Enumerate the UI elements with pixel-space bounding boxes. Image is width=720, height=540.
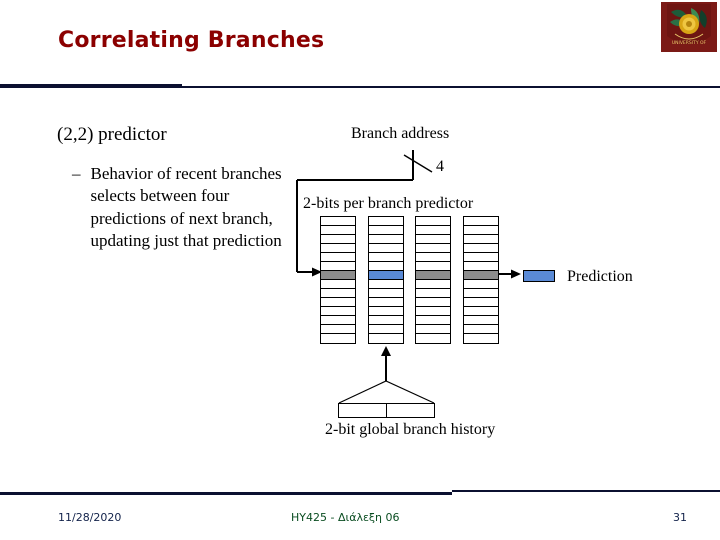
footer-course: HY425 - Διάλεξη 06 bbox=[291, 511, 400, 524]
history-bit-cell bbox=[387, 404, 434, 417]
predictor-entry bbox=[369, 298, 403, 307]
predictor-entry bbox=[464, 289, 498, 298]
predictor-entry bbox=[464, 334, 498, 343]
predictor-entry bbox=[464, 244, 498, 253]
predictor-entry bbox=[416, 334, 450, 343]
predictor-entry bbox=[369, 289, 403, 298]
global-history-register bbox=[338, 403, 435, 418]
global-history-label: 2-bit global branch history bbox=[325, 421, 496, 438]
predictor-entry bbox=[464, 316, 498, 325]
predictor-entry bbox=[464, 217, 498, 226]
branch-address-label: Branch address bbox=[351, 125, 450, 142]
predictor-entry bbox=[416, 217, 450, 226]
predictor-entry bbox=[416, 289, 450, 298]
prediction-label: Prediction bbox=[567, 268, 633, 285]
predictor-entry bbox=[464, 307, 498, 316]
predictor-entry bbox=[321, 217, 355, 226]
predictor-entry bbox=[416, 235, 450, 244]
bullet-text: Behavior of recent branches selects betw… bbox=[90, 164, 282, 251]
bullet-item: – Behavior of recent branches selects be… bbox=[72, 163, 282, 253]
predictor-entry-selected bbox=[416, 271, 450, 280]
predictor-entry bbox=[321, 325, 355, 334]
history-bit-cell bbox=[339, 404, 387, 417]
predictor-entry bbox=[369, 262, 403, 271]
predictor-entry bbox=[416, 226, 450, 235]
predictor-entry bbox=[369, 235, 403, 244]
predictor-entry bbox=[464, 262, 498, 271]
predictor-entry bbox=[416, 298, 450, 307]
predictor-entry bbox=[416, 262, 450, 271]
bullet-dash-marker: – bbox=[72, 164, 81, 183]
page-title: Correlating Branches bbox=[58, 28, 325, 53]
predictor-entry bbox=[321, 307, 355, 316]
lead-text: (2,2) predictor bbox=[57, 124, 167, 145]
predictor-entry bbox=[369, 217, 403, 226]
predictor-entry bbox=[321, 316, 355, 325]
predictor-entry bbox=[416, 325, 450, 334]
predictor-entry bbox=[321, 226, 355, 235]
predictor-entry bbox=[321, 262, 355, 271]
predictor-table-label: 2-bits per branch predictor bbox=[303, 195, 474, 212]
footer-page-number: 31 bbox=[673, 511, 687, 524]
predictor-entry bbox=[369, 253, 403, 262]
predictor-entry bbox=[464, 280, 498, 289]
header-divider-left bbox=[0, 84, 182, 88]
predictor-entry bbox=[464, 325, 498, 334]
predictor-entry bbox=[369, 316, 403, 325]
predictor-column-1 bbox=[320, 216, 356, 344]
predictor-entry bbox=[369, 334, 403, 343]
predictor-entry bbox=[321, 235, 355, 244]
predictor-entry bbox=[369, 307, 403, 316]
predictor-entry bbox=[321, 289, 355, 298]
predictor-entry-selected bbox=[464, 271, 498, 280]
predictor-entry-selected bbox=[369, 271, 403, 280]
predictor-column-3 bbox=[415, 216, 451, 344]
svg-text:UNIVERSITY OF: UNIVERSITY OF bbox=[672, 40, 707, 46]
predictor-entry bbox=[369, 244, 403, 253]
predictor-entry bbox=[321, 244, 355, 253]
predictor-entry bbox=[321, 298, 355, 307]
footer-divider-right bbox=[452, 490, 720, 492]
predictor-entry bbox=[464, 298, 498, 307]
predictor-column-2 bbox=[368, 216, 404, 344]
predictor-entry bbox=[321, 280, 355, 289]
predictor-entry bbox=[416, 253, 450, 262]
predictor-entry bbox=[464, 226, 498, 235]
prediction-swatch bbox=[523, 270, 555, 282]
predictor-entry bbox=[369, 226, 403, 235]
footer-date: 11/28/2020 bbox=[58, 511, 122, 524]
predictor-column-4 bbox=[463, 216, 499, 344]
predictor-entry bbox=[416, 307, 450, 316]
header-divider-right bbox=[182, 86, 720, 88]
predictor-entry bbox=[416, 244, 450, 253]
predictor-entry bbox=[464, 253, 498, 262]
predictor-entry bbox=[369, 280, 403, 289]
university-crest-icon: UNIVERSITY OF bbox=[661, 2, 717, 52]
predictor-entry bbox=[321, 334, 355, 343]
footer-divider-left bbox=[0, 492, 452, 495]
predictor-entry bbox=[321, 253, 355, 262]
bit-width-label: 4 bbox=[436, 158, 444, 175]
predictor-entry bbox=[464, 235, 498, 244]
predictor-entry bbox=[369, 325, 403, 334]
predictor-entry bbox=[416, 280, 450, 289]
predictor-entry bbox=[416, 316, 450, 325]
predictor-entry-selected bbox=[321, 271, 355, 280]
